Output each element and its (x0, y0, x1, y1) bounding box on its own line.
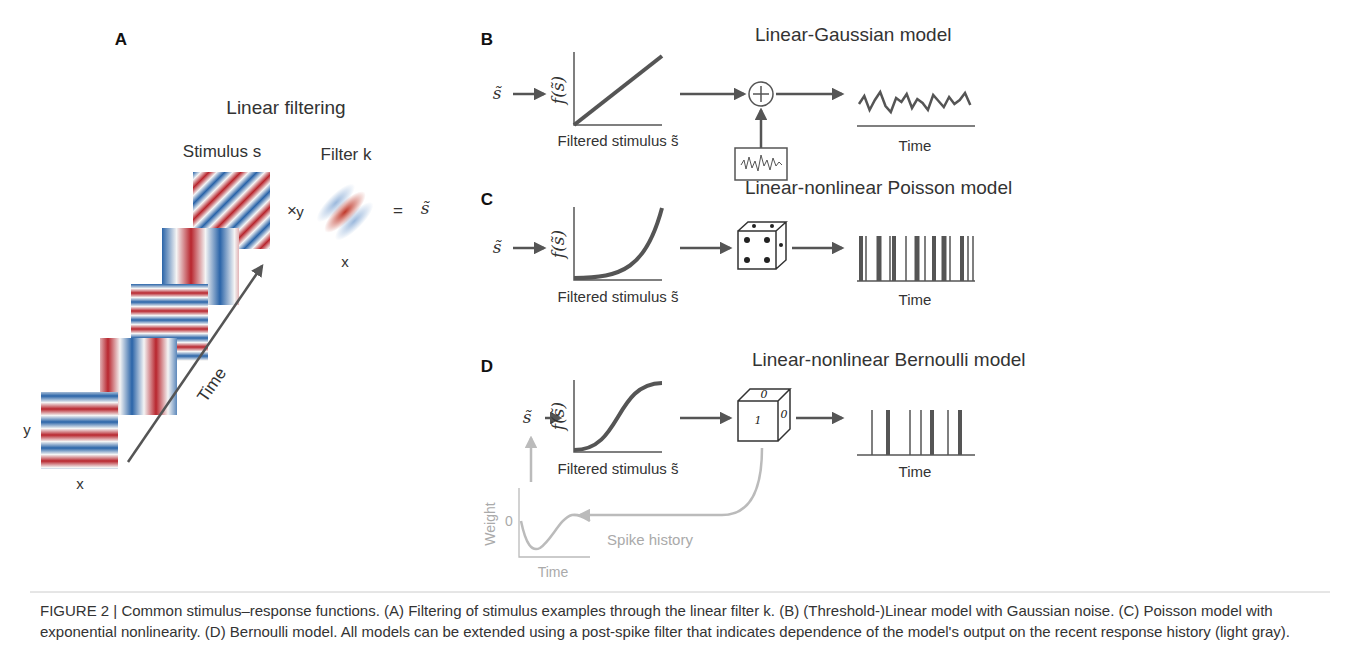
axis-label: y (296, 203, 304, 220)
axis-label: y (23, 421, 31, 438)
axis-label: x (76, 475, 84, 492)
axis-label: Time (899, 137, 932, 154)
spike (865, 236, 867, 281)
spike (960, 236, 964, 281)
axis-label: f(s̃) (549, 76, 569, 104)
stimulus-frames (41, 172, 270, 469)
panel-title: Linear-nonlinear Bernoulli model (752, 349, 1026, 371)
axis-label: Time (899, 463, 932, 480)
axis-label: f(s̃) (549, 402, 569, 430)
panel-letter: C (481, 190, 493, 210)
die-face: 0 (761, 389, 768, 402)
panel-letter: A (115, 30, 127, 50)
spike (958, 410, 962, 455)
spike (972, 236, 974, 281)
math-symbol: s̃ (421, 199, 430, 219)
spike (942, 236, 947, 281)
die-face: 0 (781, 409, 788, 422)
history-label: Spike history (607, 531, 693, 548)
spike (892, 236, 896, 281)
panel-letter: B (481, 30, 493, 50)
caption-rule (30, 592, 1330, 593)
spike (949, 236, 951, 281)
caption: FIGURE 2 | Common stimulus–response func… (40, 600, 1330, 642)
tick-label: 0 (505, 513, 513, 529)
spike (924, 236, 926, 281)
filter-label: Filter k (321, 145, 372, 165)
axis-label: f(s̃) (549, 230, 569, 258)
math-symbol: s̃ (523, 408, 532, 428)
axis-label: Filtered stimulus s̃ (558, 460, 679, 477)
spike (889, 236, 891, 281)
axis-label: Time (538, 564, 569, 580)
spike (915, 236, 920, 281)
spike (967, 236, 969, 281)
die-face: 1 (755, 415, 762, 428)
spike (877, 236, 882, 281)
time-arrow (128, 266, 262, 462)
operator: × (287, 201, 297, 221)
panel-title: Linear-Gaussian model (755, 24, 951, 46)
operator: = (393, 201, 403, 221)
spike (920, 410, 922, 455)
axis-label: Filtered stimulus s̃ (558, 288, 679, 305)
spike (859, 236, 863, 281)
axis-label: x (341, 253, 349, 270)
spike (932, 236, 936, 281)
math-symbol: s̃ (493, 84, 502, 104)
spike (909, 410, 911, 455)
axis-label: Time (193, 364, 230, 406)
spike (947, 410, 949, 455)
panel-d-art (519, 380, 975, 557)
spike (871, 410, 873, 455)
axis-label: Time (899, 291, 932, 308)
panel-title: Linear-nonlinear Poisson model (745, 177, 1012, 199)
panel-c-art (513, 207, 975, 281)
axis-label: Filtered stimulus s̃ (558, 132, 679, 149)
spike (930, 410, 934, 455)
panel-letter: D (481, 357, 493, 377)
panel-title: Linear filtering (226, 97, 345, 119)
math-symbol: s̃ (493, 238, 502, 258)
spike (905, 236, 907, 281)
stimulus-label: Stimulus s (183, 142, 261, 162)
axis-label: Weight (482, 502, 498, 545)
gabor-filter (271, 138, 419, 286)
spike (886, 410, 890, 455)
panel-b-art (513, 52, 975, 180)
